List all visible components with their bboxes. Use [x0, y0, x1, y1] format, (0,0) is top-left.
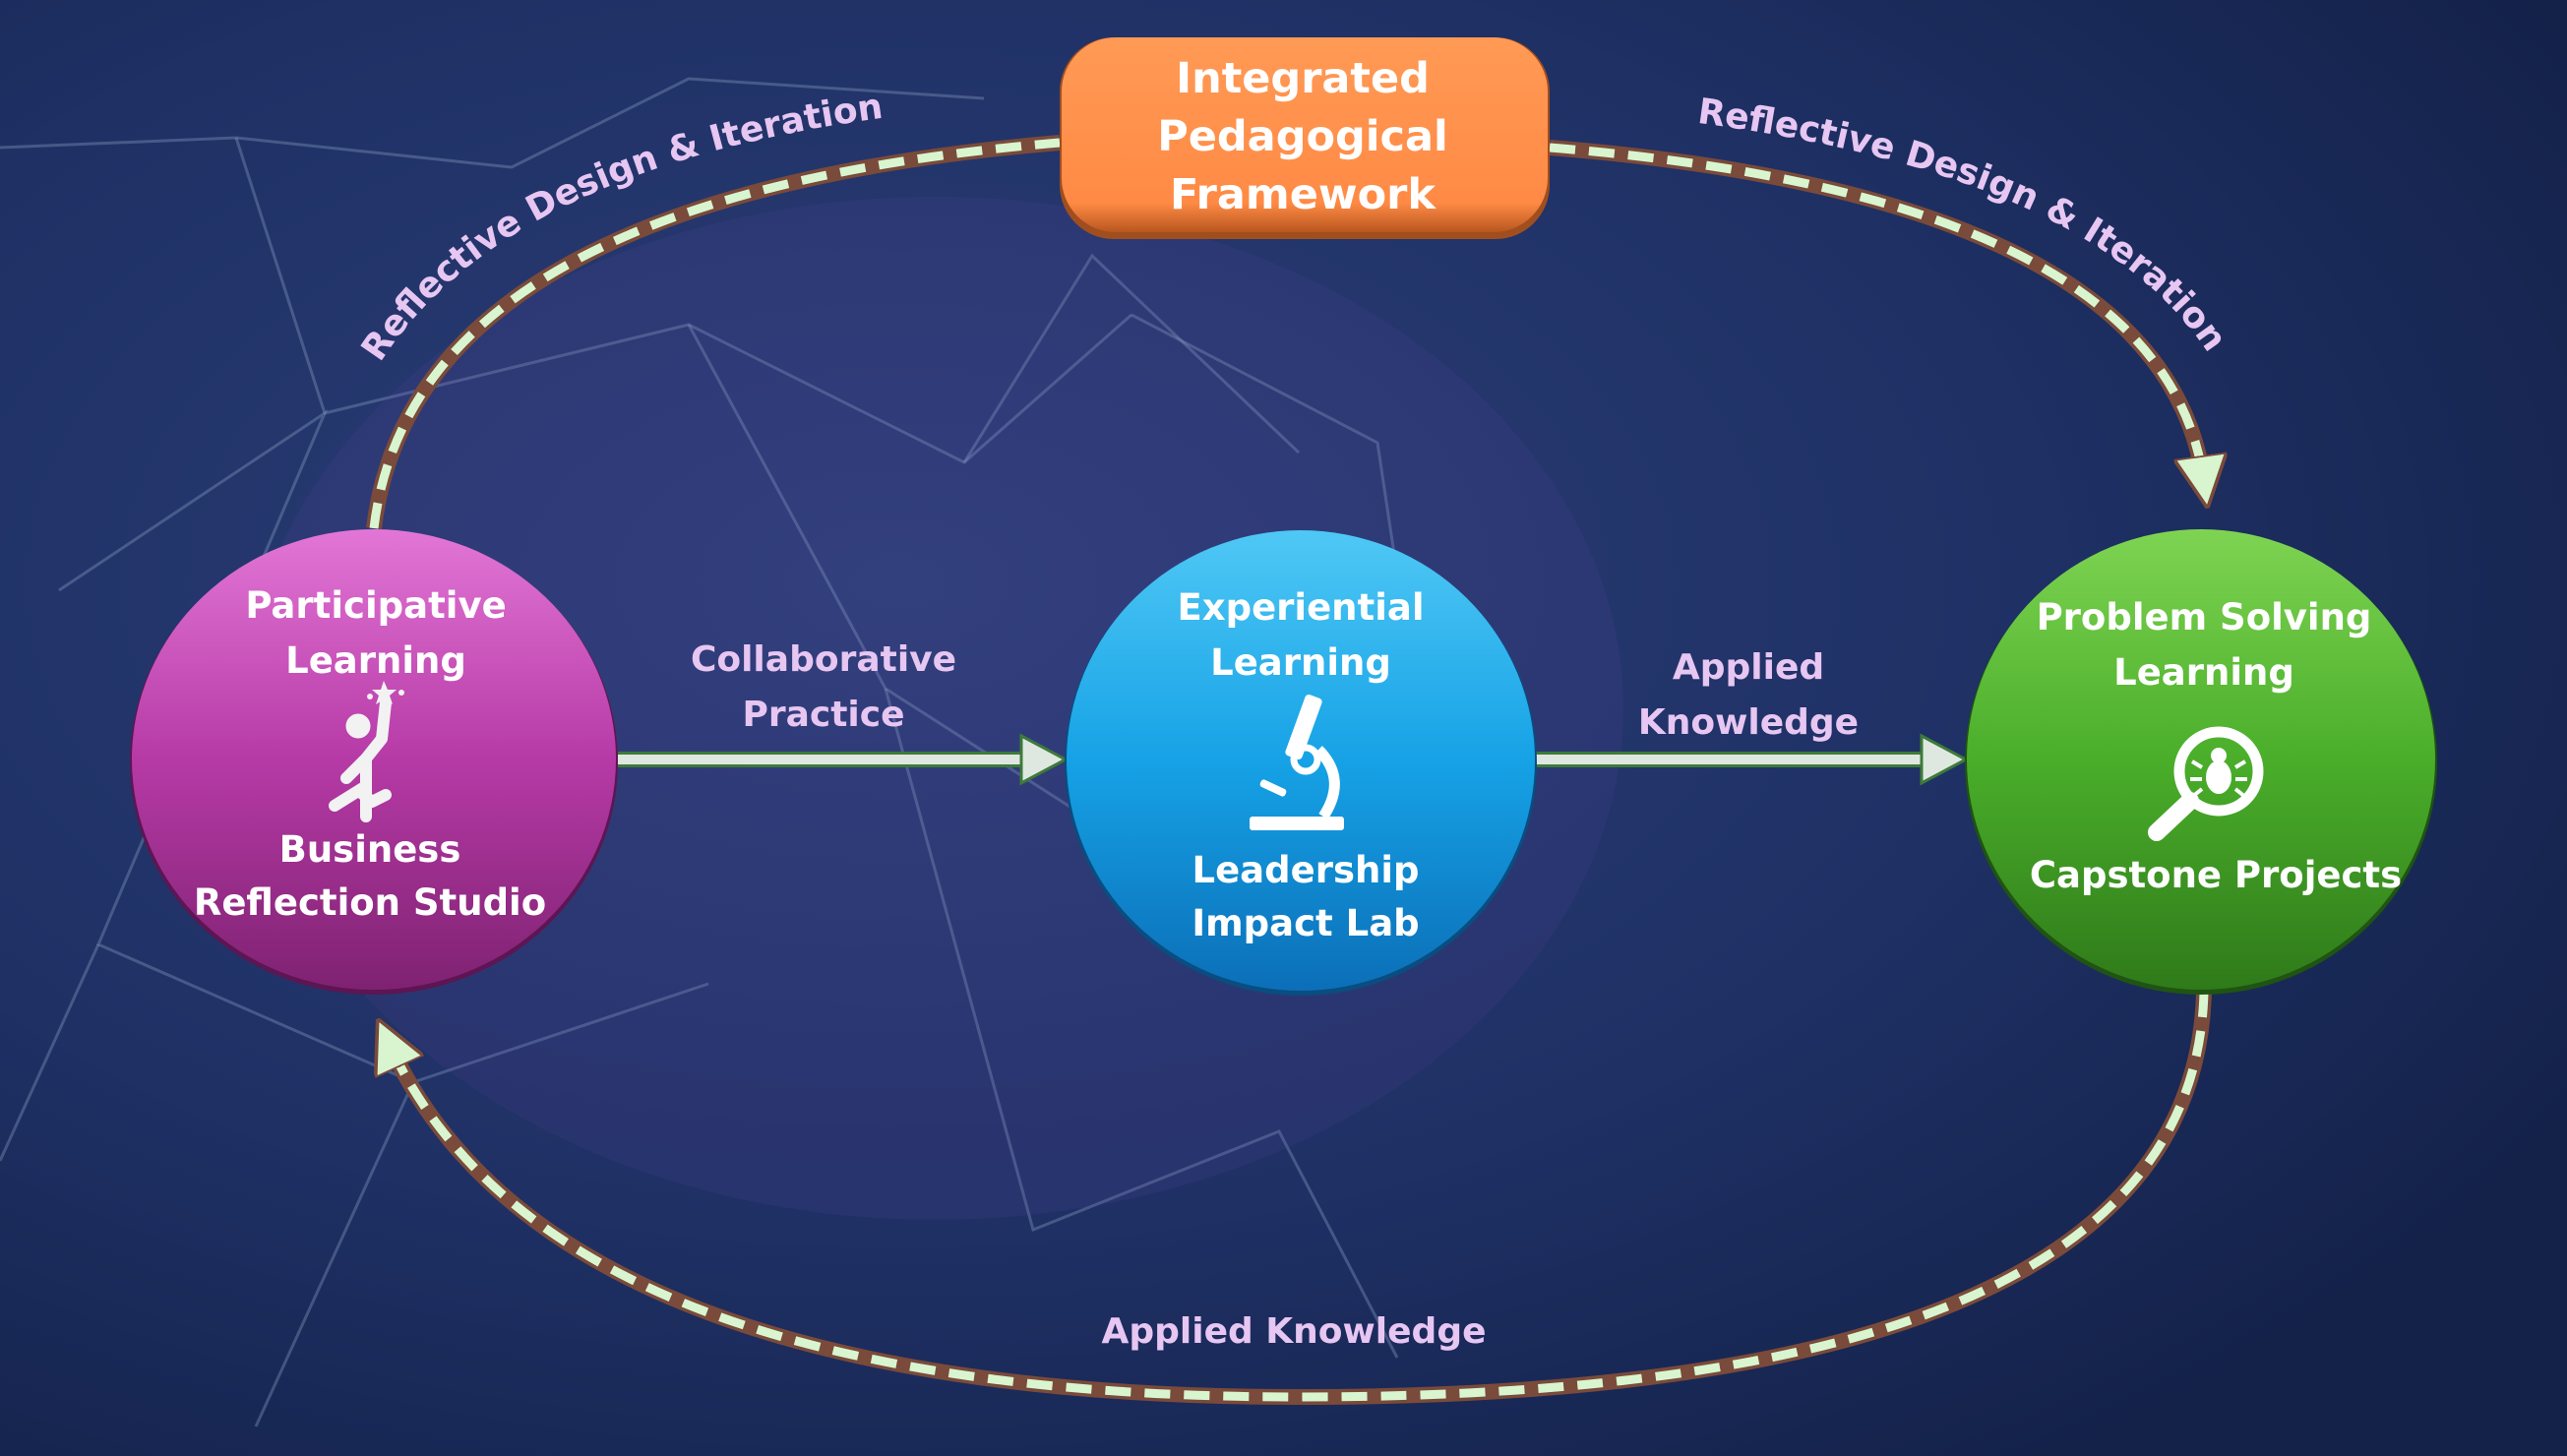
label-collaborative: Collaborative — [691, 639, 956, 680]
arrow-middle-to-right — [1536, 733, 1970, 786]
node-title: Experiential — [1177, 586, 1424, 629]
node-subtitle: Leadership — [1192, 849, 1420, 891]
framework-title-line: Pedagogical — [1157, 112, 1448, 161]
node-title: Participative — [245, 584, 506, 627]
node-title: Learning — [1210, 641, 1391, 684]
label-bottom: Applied Knowledge — [1101, 1311, 1486, 1352]
node-problem-solving-learning: Problem Solving Learning Capstone Projec… — [1965, 529, 2437, 995]
label-practice: Practice — [742, 695, 904, 735]
framework-title-line: Integrated — [1176, 54, 1430, 103]
microscope-icon — [1250, 695, 1344, 830]
node-participative-learning: Participative Learning Business Reflecti… — [130, 529, 618, 995]
magnifier-bug-icon — [2148, 726, 2264, 841]
person-reaching-stars-icon — [329, 681, 404, 822]
label-applied: Applied — [1673, 647, 1824, 688]
arrow-left-to-middle — [618, 733, 1070, 786]
connector-top-left — [366, 135, 1061, 529]
connector-bottom — [389, 991, 2212, 1406]
node-subtitle: Reflection Studio — [194, 881, 546, 924]
node-title: Learning — [2113, 651, 2294, 694]
node-subtitle: Capstone Projects — [2030, 854, 2402, 896]
network-background-lines — [0, 77, 1428, 1427]
connector-top-right — [1549, 140, 2204, 482]
framework-title-line: Framework — [1170, 170, 1436, 219]
node-title: Problem Solving — [2037, 596, 2372, 638]
node-title: Learning — [285, 639, 466, 682]
framework-box: Integrated Pedagogical Framework — [1060, 37, 1550, 239]
node-subtitle: Business — [279, 828, 461, 871]
node-subtitle: Impact Lab — [1192, 902, 1419, 944]
label-knowledge: Knowledge — [1638, 702, 1859, 743]
node-experiential-learning: Experiential Learning Leadership Impact … — [1065, 530, 1537, 996]
